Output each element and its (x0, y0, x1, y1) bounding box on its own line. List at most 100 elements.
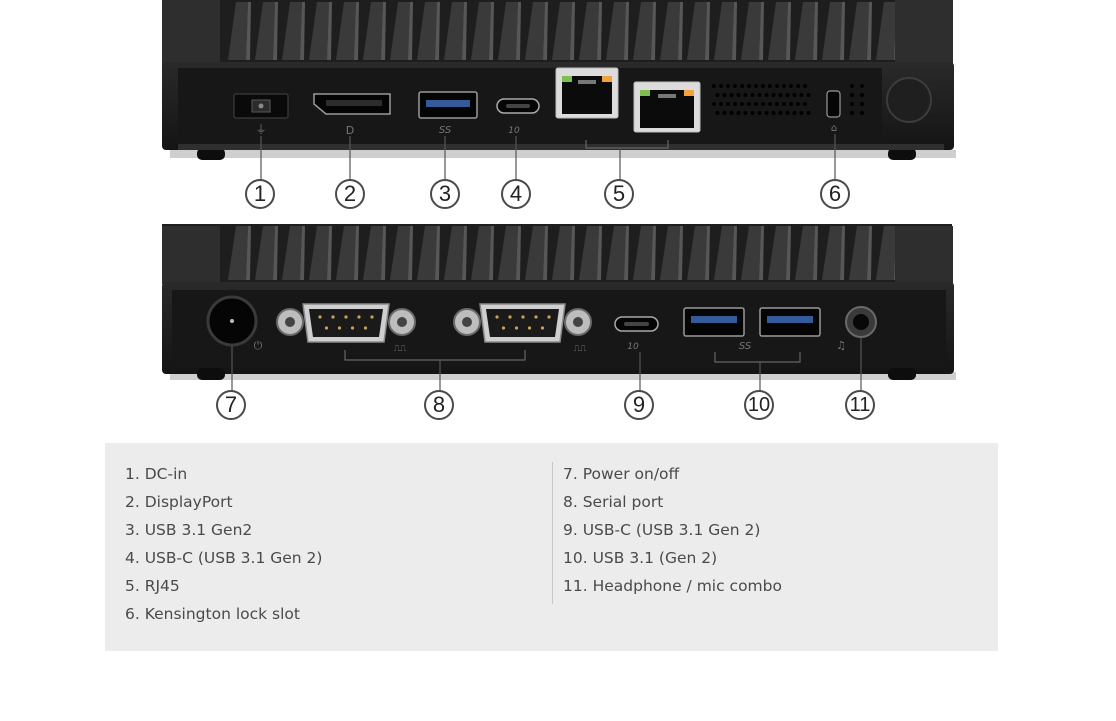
heatsink-fin-edge (381, 2, 386, 60)
heatsink-fin (444, 226, 464, 280)
heatsink-fin (390, 2, 410, 60)
serial-pin (540, 326, 545, 330)
heatsink-fin-edge (624, 226, 629, 280)
vent-hole (799, 93, 804, 97)
callout-3: 3 (430, 179, 460, 209)
vent-hole (768, 102, 772, 106)
vent-hole (764, 93, 769, 97)
serial-pin (344, 315, 348, 319)
heatsink-fin-edge (705, 2, 710, 60)
svg-text:⎍⎍: ⎍⎍ (394, 344, 407, 354)
vent-hole (778, 93, 783, 97)
port-serial-a: ⎍⎍ (276, 303, 416, 354)
serial-pin (527, 326, 532, 330)
svg-text:⌂: ⌂ (831, 123, 837, 134)
power-button: ⏻ (206, 295, 263, 352)
vent-hole (860, 111, 864, 115)
front-vent-grid (712, 84, 864, 115)
vent-hole (736, 93, 741, 97)
serial-pin (534, 315, 538, 319)
callout-8: 8 (424, 390, 454, 420)
heatsink-fin (417, 226, 437, 280)
vent-hole (733, 84, 737, 88)
serial-pin (357, 315, 361, 319)
vent-hole (796, 84, 800, 88)
foot-1 (197, 148, 225, 160)
vent-hole (719, 84, 723, 88)
device-front-fins (228, 2, 899, 60)
vent-hole (782, 84, 786, 88)
vent-hole (850, 93, 854, 97)
legend-divider (552, 462, 553, 604)
heatsink-fin-edge (543, 2, 548, 60)
legend-column-right: 7. Power on/off 8. Serial port 9. USB-C … (563, 463, 782, 603)
vent-hole (747, 102, 751, 106)
vent-hole (850, 84, 854, 88)
heatsink-fin-edge (759, 2, 764, 60)
legend-item-kensington: 6. Kensington lock slot (125, 605, 300, 623)
legend-item-audio: 11. Headphone / mic combo (563, 577, 782, 595)
serial-pin (547, 315, 551, 319)
vent-hole (726, 84, 730, 88)
heatsink-fin-edge (651, 226, 656, 280)
vent-hole (799, 111, 804, 115)
heatsink-fin-edge (570, 226, 575, 280)
vent-hole (712, 84, 716, 88)
port-usb-a-back-1 (683, 307, 745, 337)
vent-hole (789, 84, 793, 88)
legend-item-usb-c-front: 4. USB-C (USB 3.1 Gen 2) (125, 549, 323, 567)
legend-item-power: 7. Power on/off (563, 465, 680, 483)
heatsink-fin (687, 226, 707, 280)
svg-text:⎍⎍: ⎍⎍ (574, 344, 587, 354)
heatsink-fin-edge (408, 226, 413, 280)
vent-hole (860, 93, 864, 97)
vent-hole (775, 102, 779, 106)
foot-3 (197, 368, 225, 380)
port-rj45-a (555, 67, 619, 119)
heatsink-fin-edge (867, 226, 872, 280)
vent-hole (754, 102, 758, 106)
heatsink-fin-edge (300, 2, 305, 60)
heatsink-fin (471, 226, 491, 280)
device-front-cap-left (162, 0, 220, 66)
vent-hole (803, 102, 807, 106)
usb-ss-mark-back: SS (739, 341, 752, 352)
device-back-cap-left (162, 226, 220, 284)
vent-hole (860, 102, 864, 106)
callout-9: 9 (624, 390, 654, 420)
callout-leaders (231, 134, 862, 391)
heatsink-fin (228, 226, 248, 280)
heatsink-fin (282, 2, 302, 60)
displayport-glyph: D (346, 124, 354, 137)
vent-hole (715, 111, 720, 115)
vent-hole (860, 84, 864, 88)
vent-hole (743, 111, 748, 115)
serial-pin (350, 326, 355, 330)
legend-column-left: 1. DC-in 2. DisplayPort 3. USB 3.1 Gen2 … (125, 463, 322, 631)
heatsink-fin-edge (597, 2, 602, 60)
heatsink-fin (876, 2, 896, 60)
heatsink-fin-edge (327, 2, 332, 60)
heatsink-fin-edge (489, 226, 494, 280)
heatsink-fin (633, 226, 653, 280)
usb-ss-mark: SS (439, 125, 452, 136)
heatsink-fin (849, 226, 869, 280)
device-back-cap-right (895, 226, 953, 284)
heatsink-fin (498, 226, 518, 280)
serial-pin (508, 315, 512, 319)
callout-10: 10 (744, 390, 774, 420)
device-diagram: ⏚ D SS 10 (162, 0, 956, 391)
port-usb-a-back-2 (759, 307, 821, 337)
heatsink-fin (363, 2, 383, 60)
serial-pin (514, 326, 519, 330)
serial-pin (337, 326, 342, 330)
heatsink-fin-edge (516, 226, 521, 280)
legend-item-usb-c-back: 9. USB-C (USB 3.1 Gen 2) (563, 521, 761, 539)
vent-hole (740, 102, 744, 106)
heatsink-fin (336, 2, 356, 60)
vent-hole (789, 102, 793, 106)
port-usb-a-front: SS (418, 91, 478, 136)
device-back: ⏻ ⎍⎍ ⎍⎍ (162, 224, 956, 380)
heatsink-fin-edge (327, 226, 332, 280)
vent-hole (719, 102, 723, 106)
